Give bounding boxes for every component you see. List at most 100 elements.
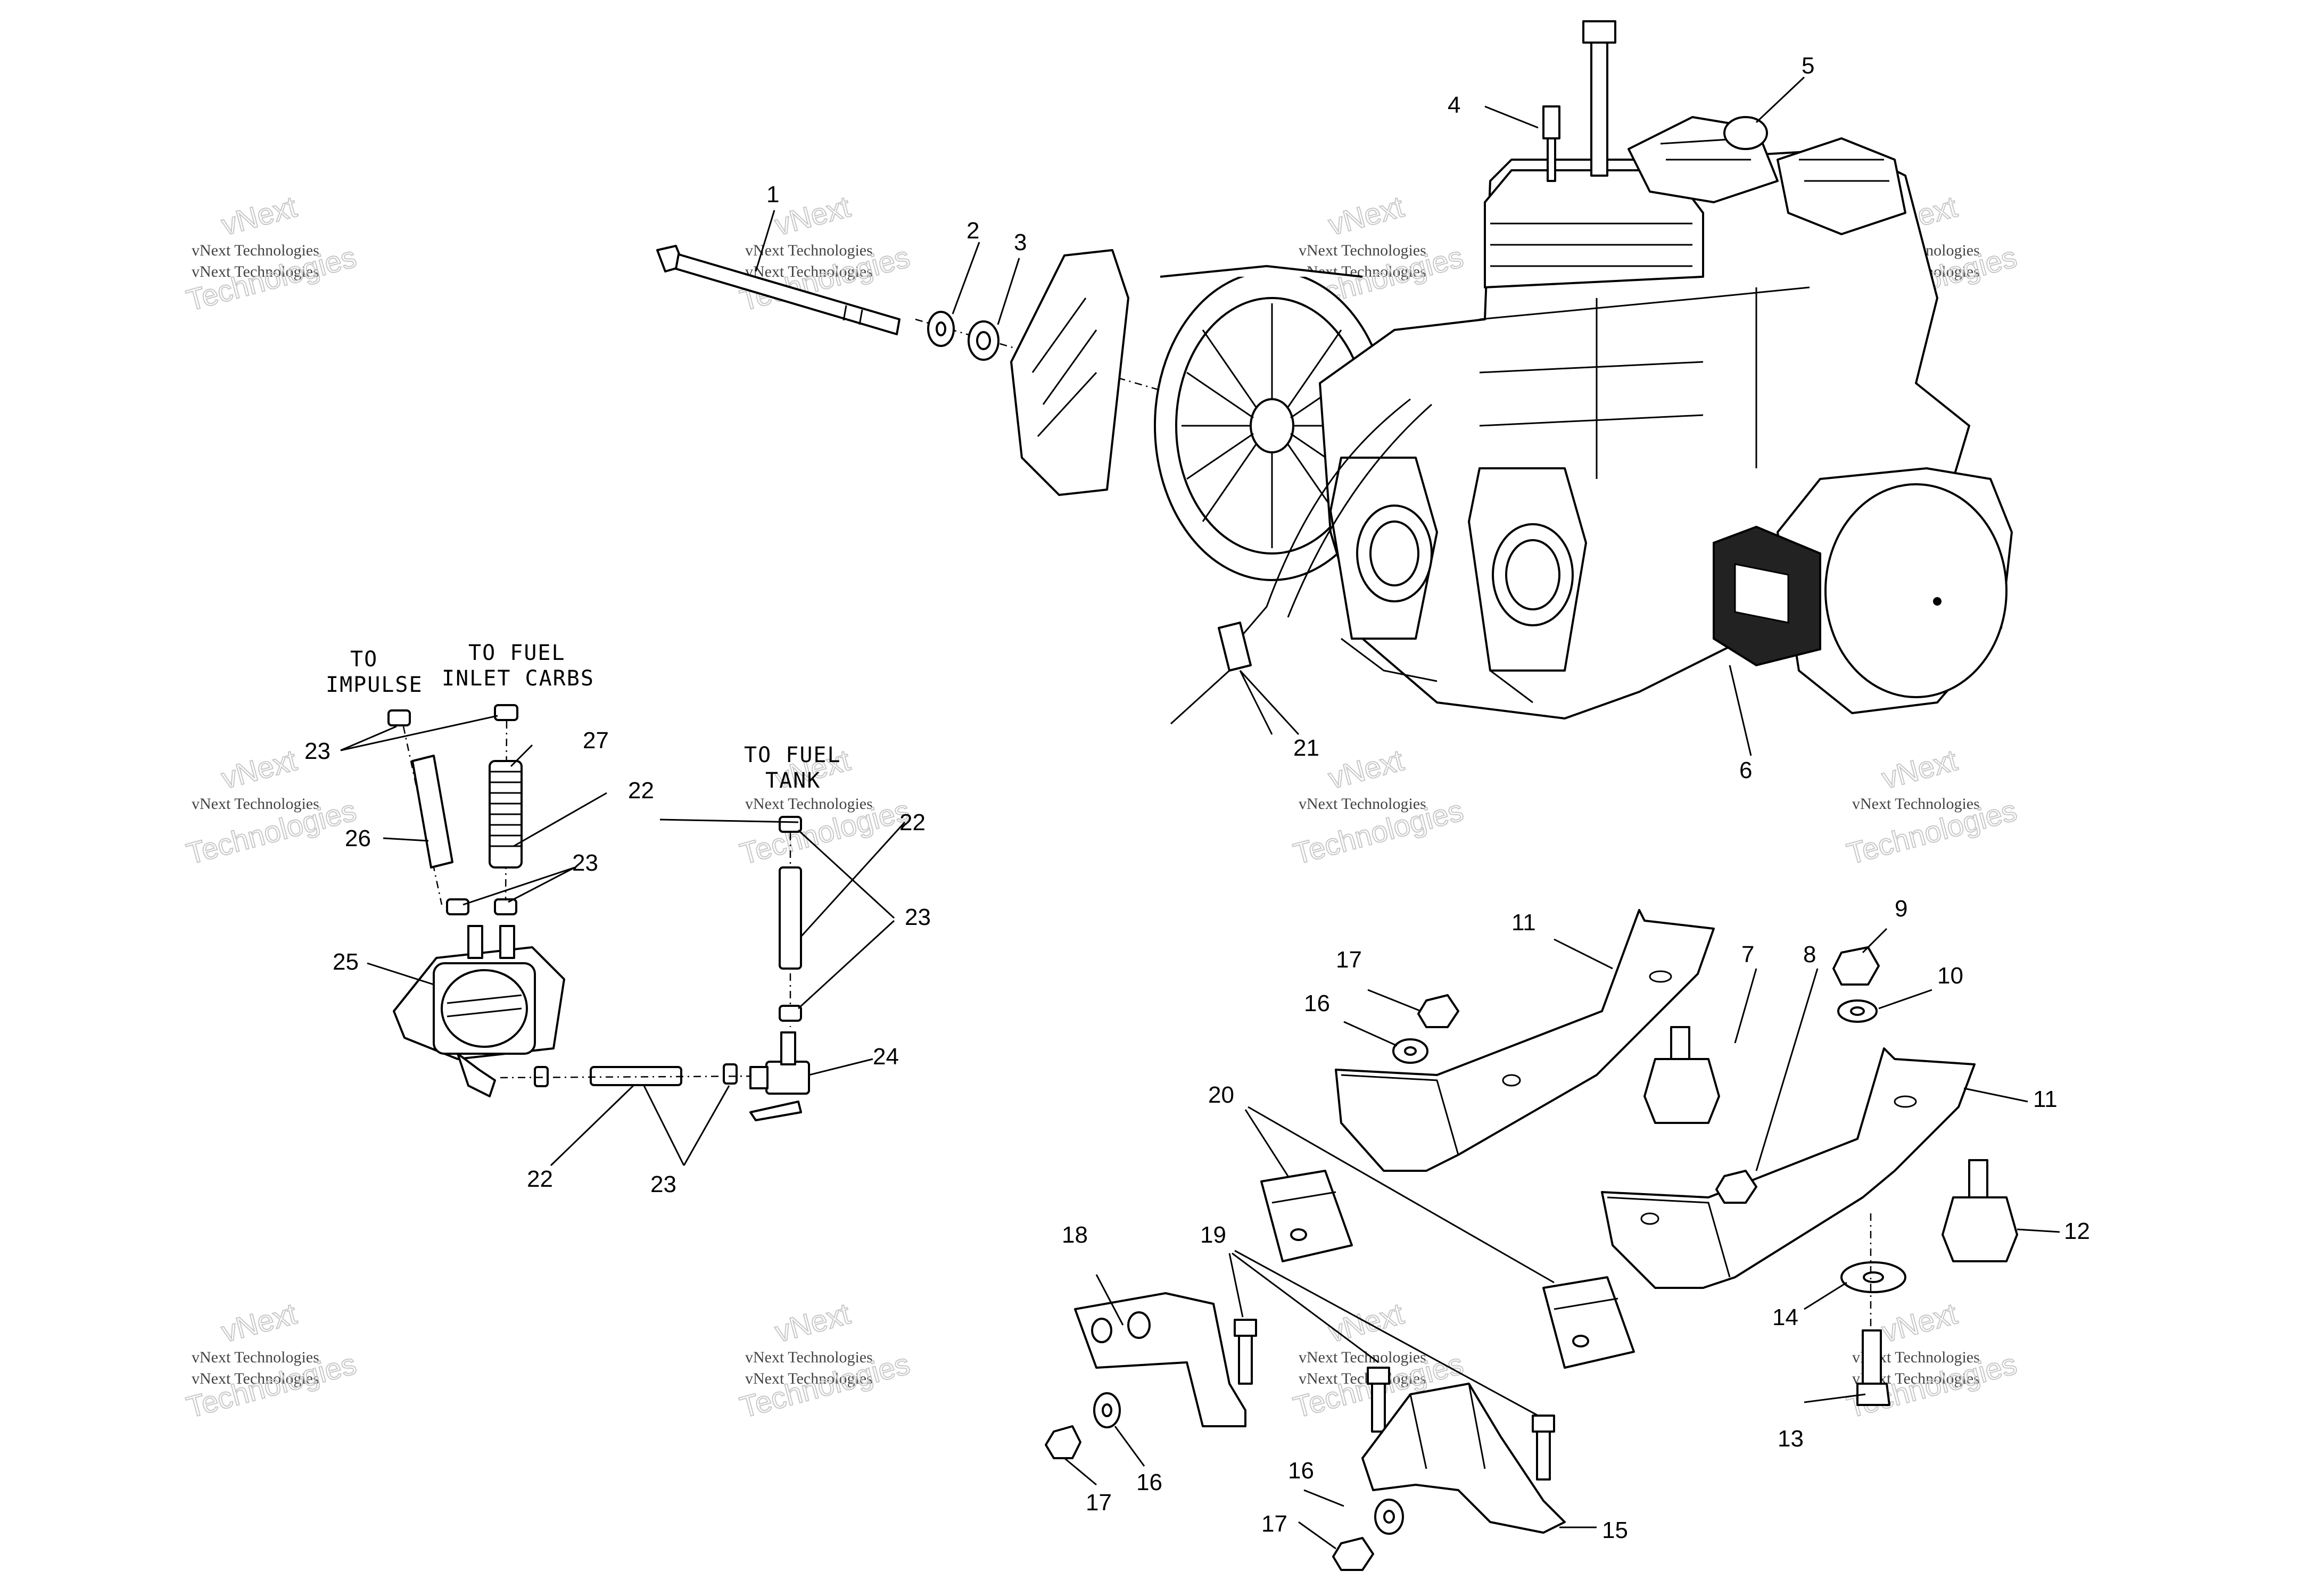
drive-clutch — [1010, 249, 1390, 581]
part-4-spark-plug — [1542, 105, 1560, 182]
callout-22b: 22 — [899, 809, 926, 836]
callout-23d: 23 — [650, 1171, 676, 1197]
callout-22c: 22 — [527, 1166, 553, 1192]
callout-19: 19 — [1200, 1222, 1226, 1248]
watermark-large-1: vNext — [1325, 743, 1407, 795]
watermark-small: vNext Technologies — [192, 1349, 319, 1366]
part-23-clamp — [387, 709, 411, 726]
part-17-nut — [1417, 994, 1459, 1028]
part-20-bumper — [1542, 1276, 1635, 1369]
watermark-large-1: vNext — [1325, 189, 1407, 242]
callout-12: 12 — [2064, 1218, 2090, 1244]
callout-26: 26 — [345, 825, 371, 851]
watermark-small: vNext Technologies — [192, 242, 319, 259]
part-23-clamp — [534, 1066, 549, 1087]
callout-14: 14 — [1772, 1304, 1798, 1330]
part-26-hose — [411, 755, 453, 869]
watermark-small-2: vNext Technologies — [192, 1370, 319, 1387]
watermark-small: vNext Technologies — [745, 795, 873, 813]
part-23-clamp — [723, 1063, 738, 1085]
watermark: vNext vNext Technologies vNext Technolog… — [183, 1296, 360, 1425]
part-3-spacer — [968, 320, 999, 361]
callout-17b: 17 — [1086, 1490, 1112, 1516]
part-13-bolt — [1856, 1329, 1890, 1406]
part-8-nut — [1715, 1170, 1757, 1204]
callout-13: 13 — [1778, 1426, 1804, 1452]
part-10-washer — [1837, 999, 1878, 1023]
to-fuel-inlet-label-2: INLET CARBS — [442, 666, 594, 691]
callout-8: 8 — [1803, 941, 1816, 967]
part-16-washer — [1093, 1392, 1121, 1428]
part-17-nut — [1045, 1425, 1081, 1459]
callout-25: 25 — [333, 949, 359, 975]
part-25-fuel-pump — [393, 925, 565, 1097]
callout-11a: 11 — [1511, 909, 1536, 936]
callout-17c: 17 — [1261, 1511, 1287, 1537]
callout-4: 4 — [1448, 92, 1460, 118]
to-fuel-tank-label-2: TANK — [765, 768, 821, 793]
callout-22a: 22 — [628, 778, 654, 804]
callout-23a: 23 — [304, 738, 331, 764]
callout-2: 2 — [966, 218, 979, 244]
part-14-washer — [1840, 1261, 1906, 1293]
watermark-small: vNext Technologies — [192, 795, 319, 813]
watermark: vNext vNext Technologies vNext Technolog… — [736, 1296, 914, 1425]
part-9-nut — [1832, 946, 1880, 986]
watermark-small: vNext Technologies — [1299, 1349, 1426, 1366]
watermark-small-2: vNext Technologies — [745, 263, 873, 280]
callout-17a: 17 — [1336, 947, 1362, 973]
callout-16b: 16 — [1136, 1469, 1162, 1495]
to-fuel-inlet-label-1: TO FUEL — [468, 641, 566, 665]
part-23-clamp — [446, 898, 469, 915]
part-19-bolt — [1532, 1415, 1555, 1481]
watermark-large-1: vNext — [771, 189, 854, 242]
callout-6: 6 — [1739, 757, 1752, 783]
watermark-small: vNext Technologies — [745, 242, 873, 259]
part-23-clamp — [779, 1005, 802, 1022]
callout-numbers: 1 2 3 4 5 6 7 8 9 10 11 11 12 13 14 15 1… — [304, 53, 2090, 1543]
part-7-isolator — [1643, 1026, 1720, 1124]
part-12-isolator — [1942, 1159, 2018, 1262]
watermark-large-1: vNext — [218, 743, 300, 795]
engine-mounts — [1045, 909, 2018, 1571]
part-17-nut — [1332, 1537, 1374, 1571]
to-fuel-tank-label-1: TO FUEL — [744, 743, 841, 767]
to-impulse-label-1: TO — [350, 647, 378, 672]
watermark-large-1: vNext — [218, 1296, 300, 1349]
part-5-cap — [1723, 116, 1768, 150]
part-15-bracket — [1361, 1383, 1566, 1534]
callout-24: 24 — [873, 1044, 899, 1070]
to-impulse-label-2: IMPULSE — [326, 673, 423, 697]
engine-assembly — [656, 20, 2013, 725]
watermark-small-2: vNext Technologies — [745, 1370, 873, 1387]
callout-20: 20 — [1208, 1082, 1234, 1108]
watermark-large-1: vNext — [1878, 743, 1961, 795]
part-18-bracket — [1074, 1292, 1246, 1427]
callout-27: 27 — [583, 727, 609, 754]
part-22-fuel-line — [590, 1066, 682, 1086]
callout-3: 3 — [1014, 229, 1027, 255]
callout-11b: 11 — [2033, 1086, 2058, 1112]
part-19-bolt — [1367, 1367, 1390, 1433]
part-23-clamp — [494, 898, 517, 915]
watermark-small: vNext Technologies — [1852, 795, 1980, 813]
part-23-clamp — [494, 704, 518, 721]
callout-21: 21 — [1293, 735, 1319, 761]
fuel-system: TO IMPULSE TO FUEL INLET CARBS TO FUEL T… — [326, 641, 841, 1121]
callout-7: 7 — [1741, 941, 1754, 967]
part-27-hose — [489, 760, 523, 869]
watermark-small: vNext Technologies — [745, 1349, 873, 1366]
part-19-bolt — [1234, 1319, 1257, 1385]
part-23-clamp — [779, 816, 802, 833]
part-1-bolt — [656, 245, 901, 335]
part-20-bumper — [1260, 1170, 1353, 1262]
watermark: vNext vNext Technologies Technologies — [1843, 742, 2021, 871]
part-21-throttle-cable — [1170, 398, 1432, 725]
part-16-washer — [1392, 1038, 1428, 1064]
watermark: vNext vNext Technologies vNext Technolog… — [183, 189, 360, 318]
engine-block — [1170, 20, 2013, 725]
callout-1: 1 — [766, 181, 779, 208]
callout-9: 9 — [1895, 896, 1907, 922]
part-2-washer — [927, 311, 955, 347]
